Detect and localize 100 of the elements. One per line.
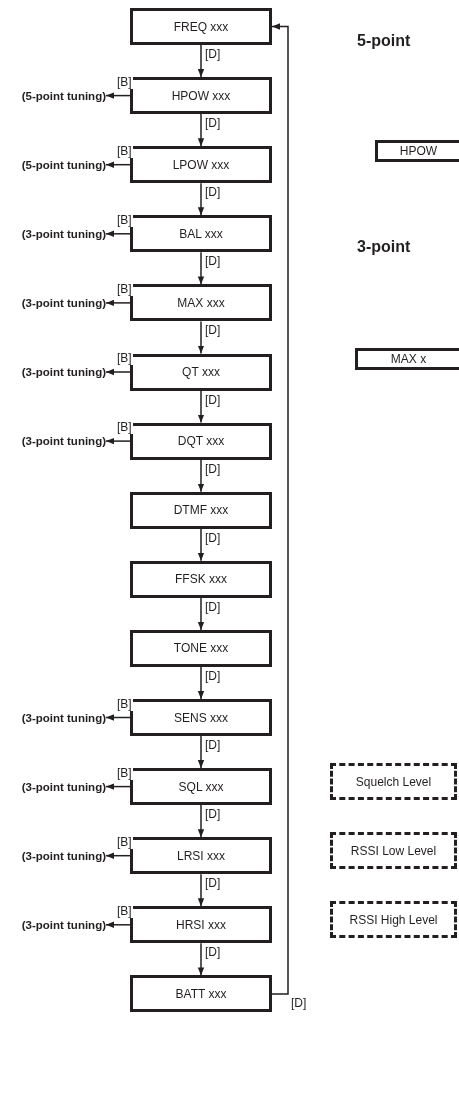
tuning-note: (3-point tuning) bbox=[2, 225, 106, 243]
edge-label: [D] bbox=[204, 739, 222, 753]
menu-box bbox=[130, 77, 272, 115]
arrow bbox=[197, 113, 205, 147]
menu-box bbox=[130, 837, 272, 875]
arrow bbox=[197, 458, 205, 493]
dashed-box bbox=[330, 832, 457, 869]
edge-label: [D] bbox=[204, 600, 222, 614]
tuning-note: (3-point tuning) bbox=[2, 778, 106, 796]
arrow bbox=[197, 320, 205, 355]
edge-label: [D] bbox=[204, 186, 222, 200]
edge-label: [B] bbox=[116, 282, 133, 296]
box-text: SQL xxx bbox=[178, 779, 224, 794]
edge-label: [B] bbox=[116, 144, 133, 158]
edge-label: [D] bbox=[204, 462, 222, 476]
arrow bbox=[105, 714, 131, 721]
box-text: LRSI xxx bbox=[177, 848, 225, 863]
arrow bbox=[105, 92, 131, 99]
arrow bbox=[197, 389, 205, 424]
box-text: MAX xxx bbox=[177, 295, 225, 310]
arrow bbox=[197, 735, 205, 769]
box-text: FFSK xxx bbox=[175, 572, 227, 587]
edge-label: [B] bbox=[116, 904, 133, 918]
dashed-box bbox=[330, 901, 457, 938]
edge-label: [D] bbox=[204, 255, 222, 269]
dashed-box bbox=[330, 763, 457, 800]
box-text: HRSI xxx bbox=[176, 917, 226, 932]
tuning-note: (3-point tuning) bbox=[2, 432, 106, 450]
arrow bbox=[105, 852, 131, 859]
arrow bbox=[197, 942, 205, 977]
arrow bbox=[197, 44, 205, 78]
box-text: DQT xxx bbox=[177, 434, 225, 449]
menu-box bbox=[130, 491, 272, 529]
arrow bbox=[105, 161, 131, 168]
menu-box bbox=[130, 560, 272, 598]
box-text: SENS xxx bbox=[174, 710, 228, 725]
edge-label: [D] bbox=[204, 117, 222, 131]
menu-box bbox=[130, 699, 272, 736]
box-text: HPOW xxx bbox=[171, 88, 231, 103]
menu-box bbox=[130, 146, 272, 184]
tuning-note: (3-point tuning) bbox=[2, 294, 106, 312]
box-text: HPOW bbox=[399, 144, 438, 158]
menu-box bbox=[130, 8, 272, 45]
box-text: MAX x bbox=[390, 352, 427, 366]
box-text: Squelch Level bbox=[355, 774, 432, 789]
menu-box bbox=[355, 348, 459, 370]
box-text: RSSI High Level bbox=[349, 912, 438, 927]
menu-box bbox=[130, 768, 272, 806]
tuning-note: (5-point tuning) bbox=[2, 156, 106, 174]
menu-box bbox=[130, 906, 272, 944]
box-text: FREQ xxx bbox=[173, 19, 229, 34]
edge-label: [D] bbox=[204, 48, 222, 62]
arrow bbox=[105, 921, 131, 928]
arrow bbox=[197, 182, 205, 217]
tuning-note: (3-point tuning) bbox=[2, 709, 106, 726]
edge-label: [D] bbox=[204, 393, 222, 407]
edge-label: [D] bbox=[204, 324, 222, 338]
edge-label: [D] bbox=[290, 996, 308, 1010]
arrow bbox=[271, 23, 289, 995]
menu-box bbox=[130, 215, 272, 253]
box-text: DTMF xxx bbox=[173, 503, 229, 518]
box-text: QT xxx bbox=[182, 365, 220, 379]
menu-box bbox=[130, 422, 272, 460]
arrow bbox=[197, 251, 205, 286]
arrow bbox=[197, 527, 205, 562]
arrow bbox=[197, 873, 205, 908]
edge-label: [B] bbox=[116, 766, 133, 780]
tuning-note: (5-point tuning) bbox=[2, 87, 106, 105]
box-text: LPOW xxx bbox=[172, 157, 230, 172]
tuning-note: (3-point tuning) bbox=[2, 847, 106, 865]
section-heading: 5-point bbox=[357, 32, 411, 50]
edge-label: [B] bbox=[116, 352, 133, 365]
box-text: BAL xxx bbox=[179, 226, 223, 241]
arrow bbox=[105, 437, 131, 445]
box-text: RSSI Low Level bbox=[350, 843, 437, 858]
edge-label: [D] bbox=[204, 808, 222, 822]
arrow bbox=[197, 666, 205, 700]
arrow bbox=[197, 597, 205, 631]
menu-box bbox=[130, 353, 272, 391]
edge-label: [D] bbox=[204, 531, 222, 545]
edge-label: [D] bbox=[204, 946, 222, 960]
menu-box bbox=[130, 284, 272, 322]
menu-box bbox=[130, 629, 272, 667]
box-text: TONE xxx bbox=[173, 641, 229, 656]
tuning-note: (3-point tuning) bbox=[2, 363, 106, 381]
arrow bbox=[105, 230, 131, 237]
arrow bbox=[197, 804, 205, 838]
edge-label: [D] bbox=[204, 669, 222, 683]
arrow bbox=[105, 368, 131, 376]
edge-label: [B] bbox=[116, 421, 133, 435]
box-text: BATT xxx bbox=[175, 986, 227, 1001]
edge-label: [B] bbox=[116, 75, 133, 89]
arrow bbox=[105, 299, 131, 307]
edge-label: [B] bbox=[116, 697, 133, 711]
edge-label: [B] bbox=[116, 835, 133, 849]
edge-label: [B] bbox=[116, 213, 133, 227]
edge-label: [D] bbox=[204, 877, 222, 891]
tuning-note: (3-point tuning) bbox=[2, 916, 106, 934]
arrow bbox=[105, 783, 131, 790]
section-heading: 3-point bbox=[357, 238, 411, 256]
